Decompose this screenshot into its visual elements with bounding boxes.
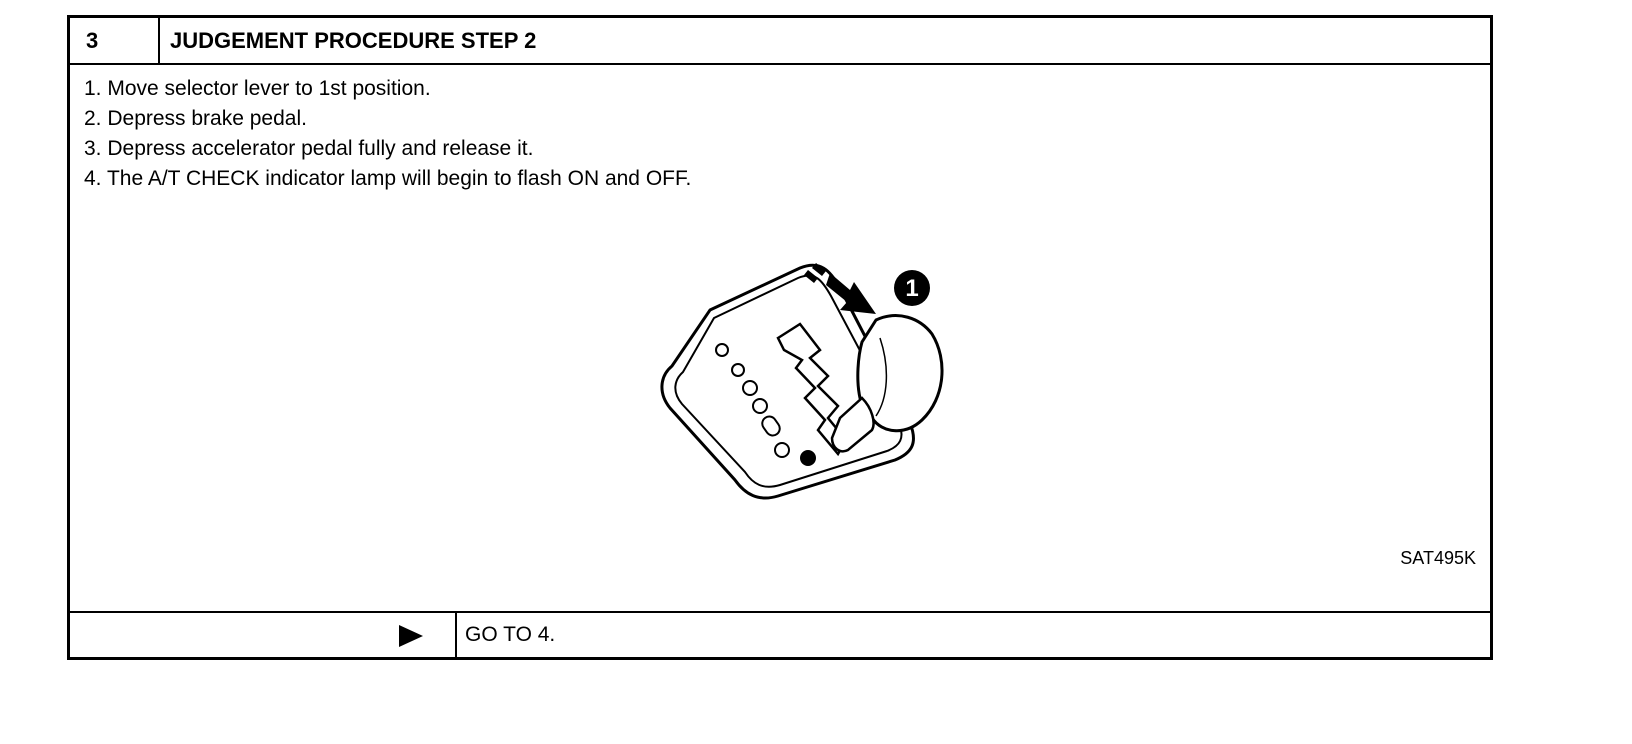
play-arrow-icon — [399, 625, 423, 647]
procedure-header: 3 JUDGEMENT PROCEDURE STEP 2 — [70, 18, 1490, 65]
callout-badge — [894, 270, 930, 306]
next-step-text: GO TO 4. — [465, 623, 556, 646]
footer-arrow-cell — [70, 613, 457, 657]
list-item: 3. Depress accelerator pedal fully and r… — [84, 137, 534, 160]
position-indicators — [715, 343, 790, 458]
figure-code: SAT495K — [1400, 548, 1476, 568]
procedure-footer: GO TO 4. — [70, 611, 1490, 657]
procedure-box: 3 JUDGEMENT PROCEDURE STEP 2 1. Move sel… — [67, 15, 1493, 660]
push-arrow-icon — [804, 263, 876, 314]
step-number: 3 — [70, 18, 160, 63]
list-item: 1. Move selector lever to 1st position. — [84, 77, 431, 100]
list-item: 2. Depress brake pedal. — [84, 107, 307, 130]
list-item: 4. The A/T CHECK indicator lamp will beg… — [84, 167, 692, 190]
step-list: 1. Move selector lever to 1st position. … — [84, 74, 691, 194]
callout-number: 1 — [905, 275, 918, 302]
selector-lever-illustration: 1 — [660, 263, 944, 500]
procedure-title: JUDGEMENT PROCEDURE STEP 2 — [170, 28, 537, 53]
